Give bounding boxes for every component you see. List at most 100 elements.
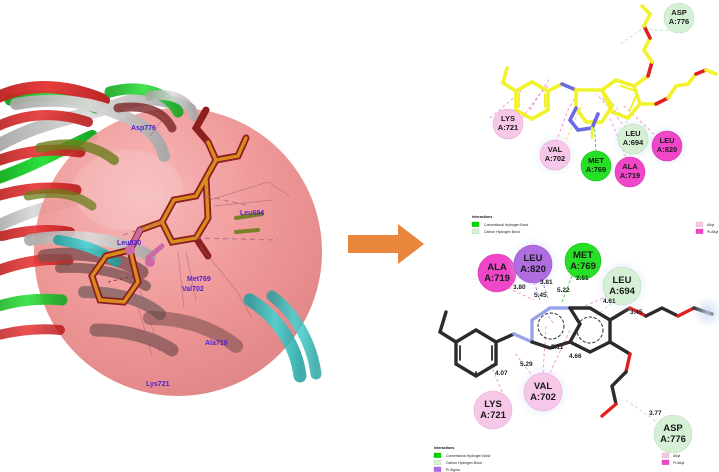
residue-bubble-val702[interactable]: VAL A:702 [516, 365, 570, 419]
ligand-stick-model-top [500, 4, 718, 140]
legend-top-label-alkyl: Alkyl [707, 223, 714, 227]
distance-label: 3.45 [630, 309, 643, 316]
legend-bottom-swatch-pi-alkyl [661, 459, 670, 465]
residue-bubble-lys721[interactable]: LYS A:721 [473, 390, 513, 430]
residue-bubble-asp776-name: ASP [671, 8, 686, 17]
residue-bubble-val702-chain: A:702 [545, 154, 565, 163]
legend-top-swatch-hbond [471, 221, 480, 227]
legend-top-swatch-pi-alkyl [695, 228, 704, 234]
legend-bottom-label-pi-sigma: Pi-Sigma [446, 468, 460, 472]
distance-label: 5.45 [534, 292, 547, 299]
residue-bubble-leu694-chain: A:694 [623, 138, 644, 147]
distance-label: 2.51 [576, 275, 589, 282]
residue-bubble-leu820[interactable]: LEU A:820 [645, 124, 689, 168]
residue-bubble-asp776-chain: A:776 [660, 434, 686, 445]
legend-top-title: Interactions [472, 215, 492, 219]
legend-top-label-carbon-hbond: Carbon Hydrogen Bond [484, 230, 520, 234]
legend-top-label-hbond: Conventional Hydrogen Bond [484, 223, 528, 227]
legend-bottom-swatch-pi-sigma [433, 466, 442, 472]
residue-bubble-val702-name: VAL [534, 381, 552, 392]
label-val702: Val702 [182, 286, 204, 293]
distance-label: 3.80 [513, 284, 526, 291]
distance-label: 4.07 [495, 370, 508, 377]
distance-label: 5.11 [551, 344, 564, 351]
residue-bubble-met769-name: MET [573, 250, 593, 261]
distance-label: 3.81 [540, 279, 553, 286]
residue-bubble-ala719-name: ALA [487, 262, 507, 273]
residue-bubble-ala719-chain: A:719 [484, 273, 510, 284]
residue-bubble-leu820[interactable]: LEU A:820 [506, 237, 560, 291]
distance-label: 5.22 [557, 287, 570, 294]
residue-bubble-ala719-name: ALA [622, 162, 638, 171]
label-lys721: Lys721 [146, 381, 170, 388]
distance-labels: 3.80 3.81 5.45 5.22 2.51 4.61 3.45 5.11 … [495, 275, 662, 417]
orange-right-arrow-icon [348, 224, 424, 264]
residue-bubble-ala719[interactable]: ALA A:719 [614, 156, 646, 188]
residue-bubble-leu694-chain: A:694 [609, 286, 636, 297]
residue-bubble-leu820-name: LEU [524, 253, 543, 264]
residue-bubble-met769-name: MET [588, 156, 604, 165]
bottom-diagram-canvas: Interactions Conventional Hydrogen Bond … [433, 215, 719, 472]
residue-bubble-val702-chain: A:702 [530, 392, 556, 403]
residue-bubble-lys721-name: LYS [484, 399, 502, 410]
legend-bottom-swatch-hbond [433, 452, 442, 458]
label-asp776: Asp776 [131, 125, 156, 132]
residue-bubble-ala719-chain: A:719 [620, 171, 640, 180]
residue-bubble-lys721-name: LYS [501, 114, 515, 123]
distance-label: 4.61 [603, 298, 616, 305]
residue-bubble-leu694-name: LEU [626, 129, 641, 138]
legend-bottom-label-hbond: Conventional Hydrogen Bond [446, 454, 490, 458]
residue-bubble-asp776[interactable]: ASP A:776 [663, 2, 695, 34]
interaction-lines-3d [119, 195, 279, 241]
label-ala719: Ala719 [205, 340, 228, 347]
residue-bubble-asp776-chain: A:776 [669, 17, 689, 26]
residue-bubble-leu694-name: LEU [613, 275, 632, 286]
legend-bottom-label-carbon-hbond: Carbon Hydrogen Bond [446, 461, 482, 465]
distance-label: 3.77 [649, 410, 662, 417]
distance-label: 5.29 [520, 361, 533, 368]
label-met769: Met769 [187, 276, 211, 283]
residue-bubble-leu820-chain: A:820 [657, 145, 677, 154]
legend-top-label-pi-alkyl: Pi-Alkyl [707, 230, 719, 234]
residue-bubble-lys721[interactable]: LYS A:721 [492, 108, 524, 140]
residue-bubbles-top: ASP A:776 LYS A:721 VAL A:702 MET A:769 [492, 2, 695, 188]
panel-2d-interaction-top: ASP A:776 LYS A:721 VAL A:702 MET A:769 [430, 0, 719, 196]
panel-3d-binding-site: Asp776 Leu694 Leu820 Met769 Val702 Ala71… [0, 0, 340, 472]
panel-2d-interaction-bottom: Interactions Conventional Hydrogen Bond … [430, 196, 719, 472]
ligand-3d-sticks [88, 106, 264, 306]
transition-arrow [348, 222, 426, 271]
residue-bubble-asp776[interactable]: ASP A:776 [653, 414, 693, 454]
legend-bottom-swatch-carbon-hbond [433, 459, 442, 465]
residue-bubble-met769-chain: A:769 [586, 165, 606, 174]
residue-bubble-lys721-chain: A:721 [498, 123, 518, 132]
legend-top: Interactions Conventional Hydrogen Bond … [471, 215, 719, 234]
residue-bubble-leu694[interactable]: LEU A:694 [595, 259, 649, 313]
residue-bubble-val702-name: VAL [548, 145, 563, 154]
residue-bubble-met769-chain: A:769 [570, 261, 596, 272]
residue-bubble-leu820-chain: A:820 [520, 264, 546, 275]
legend-bottom-title: Interactions [434, 446, 454, 450]
residue-bubble-leu694[interactable]: LEU A:694 [611, 117, 655, 161]
legend-bottom-swatch-alkyl [661, 452, 670, 458]
residue-bubble-asp776-name: ASP [663, 423, 683, 434]
residue-labels-3d: Asp776 Leu694 Leu820 Met769 Val702 Ala71… [117, 125, 264, 388]
interaction-lines-thin [133, 107, 291, 357]
legend-bottom-label-alkyl: Alkyl [673, 454, 680, 458]
legend-top-swatch-alkyl [695, 221, 704, 227]
top-diagram-canvas: ASP A:776 LYS A:721 VAL A:702 MET A:769 [489, 2, 718, 188]
residue-bubble-leu820-name: LEU [660, 136, 675, 145]
residue-bubbles-bottom: ALA A:719 LEU A:820 MET A:769 LEU A:694 [473, 237, 693, 454]
legend-top-swatch-carbon-hbond [471, 228, 480, 234]
residue-bubble-met769[interactable]: MET A:769 [564, 242, 602, 280]
legend-bottom-label-pi-alkyl: Pi-Alkyl [673, 461, 685, 465]
protein-ribbon-foreground [0, 81, 322, 383]
label-leu694: Leu694 [240, 210, 264, 217]
ligand-2d-structure [437, 306, 714, 418]
distance-label: 4.66 [569, 353, 582, 360]
3d-structure-canvas: Asp776 Leu694 Leu820 Met769 Val702 Ala71… [0, 81, 322, 396]
label-leu820: Leu820 [117, 240, 141, 247]
residue-bubble-val702[interactable]: VAL A:702 [533, 133, 577, 177]
legend-bottom: Interactions Conventional Hydrogen Bond … [433, 446, 685, 472]
residue-bubble-met769[interactable]: MET A:769 [580, 150, 612, 182]
residue-bubble-lys721-chain: A:721 [480, 410, 507, 421]
